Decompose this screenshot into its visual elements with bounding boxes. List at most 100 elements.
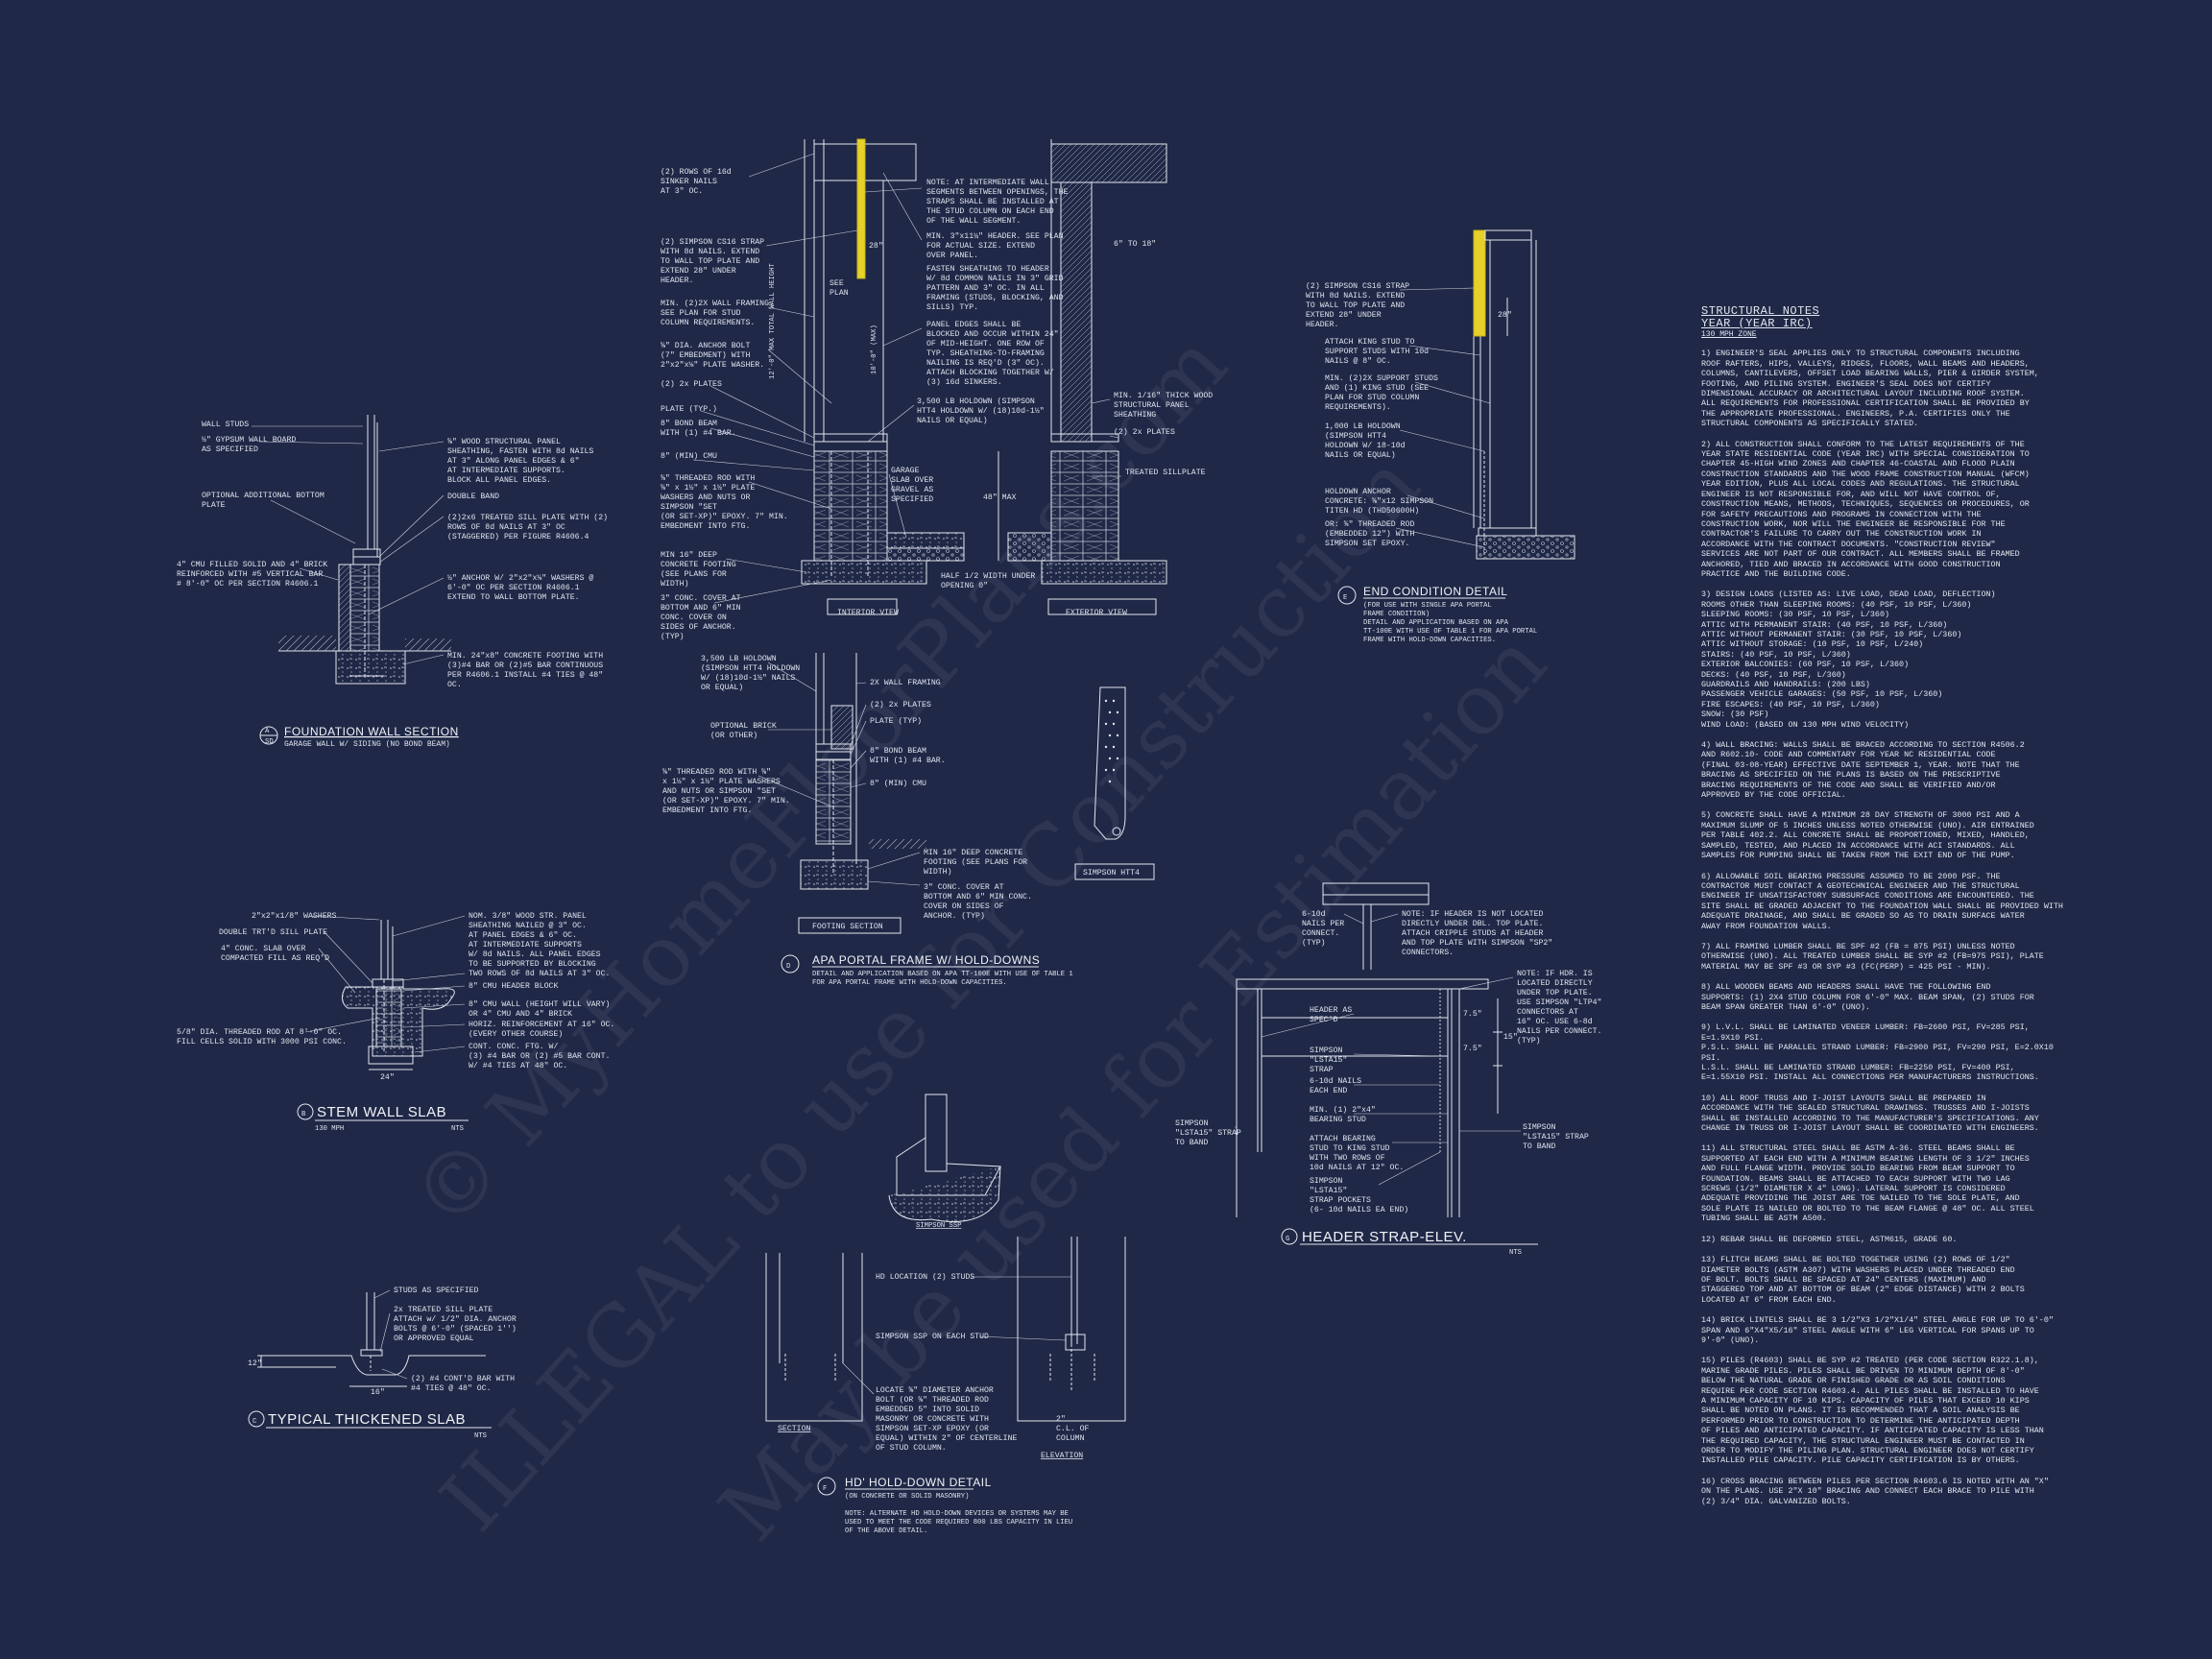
detail-a-note: MIN. 24"x8" CONCRETE FOOTING WITH(3)#4 B…	[447, 651, 603, 689]
structural-notes-title: STRUCTURAL NOTES	[1701, 304, 1820, 318]
detail-d-note: (2) 2x PLATES	[1114, 427, 1175, 437]
detail-d-bottom-note: OPTIONAL BRICK(OR OTHER)	[710, 722, 777, 740]
detail-d-note: TREATED SILLPLATE	[1125, 469, 1206, 477]
detail-d-bottom-note: (2) 2x PLATES	[870, 700, 931, 709]
detail-c-dim: 16"	[371, 1387, 385, 1397]
detail-c-note: (2) #4 CONT'D BAR WITH#4 TIES @ 48" OC.	[411, 1374, 515, 1393]
detail-b-note: TWO ROWS OF 8d NAILS AT 3" OC.	[469, 969, 610, 978]
detail-c-nts: NTS	[474, 1432, 487, 1440]
detail-c-note: STUDS AS SPECIFIED	[394, 1286, 479, 1295]
detail-b-title: STEM WALL SLAB	[317, 1104, 446, 1120]
detail-d-dim: 48" MAX	[983, 493, 1016, 502]
detail-d-subtitle: DETAIL AND APPLICATION BASED ON APA TT-1…	[812, 971, 1073, 987]
structural-notes: STRUCTURAL NOTES YEAR (YEAR IRC) 130 mph…	[1701, 305, 2074, 1517]
detail-e-title: END CONDITION DETAIL	[1363, 585, 1507, 598]
detail-f-note: SIMPSON SSP ON EACH STUD	[876, 1333, 989, 1341]
detail-f-title: HD' HOLD-DOWN DETAIL	[845, 1476, 992, 1489]
structural-note-item: 2) ALL CONSTRUCTION SHALL CONFORM TO THE…	[1701, 439, 2030, 579]
structural-note-item: 3) DESIGN LOADS (LISTED AS: LIVE LOAD, D…	[1701, 589, 1996, 730]
detail-d-bottom-note: ⅝" THREADED ROD WITH ⅝"x 1½" x 1½" PLATE…	[662, 767, 790, 815]
detail-f-letter: F	[823, 1485, 827, 1493]
elevation-label: ELEVATION	[1041, 1452, 1083, 1460]
structural-note-item: 6) ALLOWABLE SOIL BEARING PRESSURE ASSUM…	[1701, 871, 2063, 931]
structural-note-item: 11) ALL STRUCTURAL STEEL SHALL BE ASTM A…	[1701, 1143, 2034, 1224]
detail-a-ref: SD	[265, 738, 274, 746]
structural-notes-list: 1) ENGINEER'S SEAL APPLIES ONLY TO STRUC…	[1701, 349, 2074, 1506]
structural-note-item: 5) CONCRETE SHALL HAVE A MINIMUM 28 DAY …	[1701, 810, 2034, 861]
detail-b-note: 8" CMU HEADER BLOCK	[469, 981, 558, 991]
detail-b-note: 8" CMU WALL (HEIGHT WILL VARY)OR 4" CMU …	[469, 999, 610, 1019]
detail-b-dim: 24"	[380, 1072, 395, 1082]
structural-note-item: 7) ALL FRAMING LUMBER SHALL BE SPF #2 (F…	[1701, 941, 2044, 972]
detail-g-nts: NTS	[1509, 1249, 1522, 1257]
exterior-view-label: EXTERIOR VIEW	[1066, 609, 1127, 617]
detail-b-note: 5/8" DIA. THREADED ROD AT 8'-0" OC.FILL …	[177, 1027, 347, 1046]
simpson-htt4-label: SIMPSON HTT4	[1083, 869, 1140, 878]
structural-note-item: 4) WALL BRACING: WALLS SHALL BE BRACED A…	[1701, 740, 2025, 801]
detail-a-note: WALL STUDS	[202, 421, 249, 429]
footing-section-label: FOOTING SECTION	[812, 923, 883, 931]
detail-b-note: HORIZ. REINFORCEMENT AT 16" OC.(EVERY OT…	[469, 1020, 614, 1039]
detail-b-note: DOUBLE TRT'D SILL PLATE	[219, 927, 327, 937]
detail-d-note: MIN. (2)2X WALL FRAMING.SEE PLAN FOR STU…	[661, 299, 774, 327]
structural-note-item: 16) CROSS BRACING BETWEEN PILES PER SECT…	[1701, 1476, 2049, 1506]
detail-g-dim: 7.5"	[1463, 1009, 1482, 1019]
detail-a-letter: A	[265, 728, 270, 735]
structural-notes-zone: 130 mph ZONE	[1701, 330, 1757, 339]
detail-g-note: SIMPSON"LSTA15"STRAP POCKETS(6- 10d NAIL…	[1310, 1177, 1408, 1214]
detail-d-letter: D	[786, 963, 790, 971]
structural-note-item: 13) FLITCH BEAMS SHALL BE BOLTED TOGETHE…	[1701, 1255, 2025, 1305]
detail-f-note: HD LOCATION (2) STUDS	[876, 1272, 974, 1282]
detail-g-letter: G	[1286, 1236, 1289, 1243]
detail-f-footnote: NOTE: ALTERNATE HD HOLD-DOWN DEVICES OR …	[845, 1510, 1072, 1535]
detail-a-subtitle: GARAGE WALL W/ SIDING (NO BOND BEAM)	[284, 740, 450, 749]
detail-a-title: FOUNDATION WALL SECTION	[284, 725, 459, 738]
detail-g-note: MIN. (1) 2"x4"BEARING STUD	[1310, 1105, 1376, 1124]
detail-e-letter: E	[1343, 594, 1347, 602]
structural-notes-subtitle: YEAR (YEAR IRC)	[1701, 317, 1813, 330]
structural-note-item: 14) BRICK LINTELS SHALL BE 3 1/2"x3 1/2"…	[1701, 1315, 2054, 1345]
detail-d-title: APA PORTAL FRAME W/ HOLD-DOWNS	[812, 953, 1040, 967]
detail-d-dim: 10'-0" (MAX)	[871, 325, 878, 374]
detail-d-bottom-note: PLATE (TYP)	[870, 716, 922, 726]
detail-a-note: (2)2x6 TREATED SILL PLATE WITH (2)ROWS O…	[447, 513, 608, 541]
detail-g-dim: 7.5"	[1463, 1044, 1482, 1053]
structural-note-item: 9) L.V.L. SHALL BE LAMINATED VENEER LUMB…	[1701, 1022, 2054, 1083]
detail-c-dim: 12"	[248, 1358, 262, 1368]
detail-c-title: TYPICAL THICKENED SLAB	[268, 1411, 466, 1428]
detail-d-note: PLATE (TYP.)	[661, 404, 717, 414]
detail-a-note: ½" ANCHOR W/ 2"x2"x⅛" WASHERS @6'-0" OC …	[447, 573, 593, 602]
